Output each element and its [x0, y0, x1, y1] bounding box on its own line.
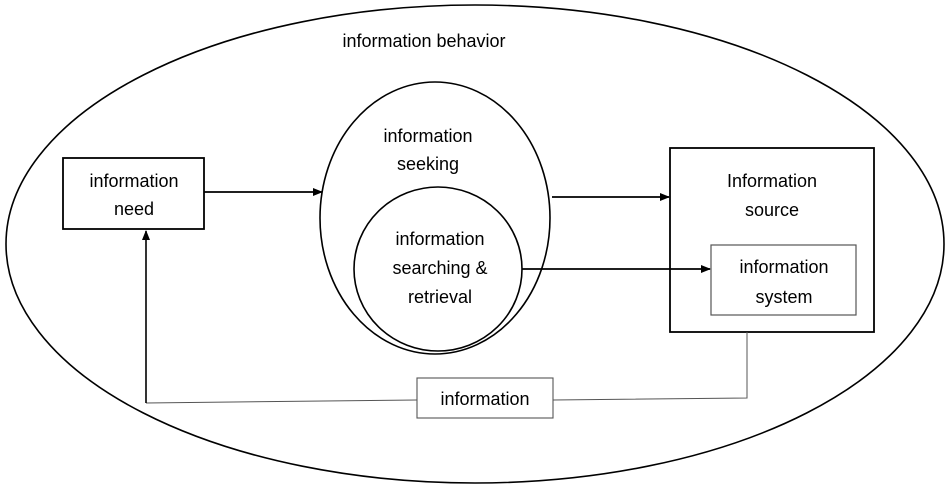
information-need-label-line1: information [89, 171, 178, 191]
information-seeking-ellipse [319, 81, 551, 355]
information-source-label-line1: Information [727, 171, 817, 191]
information-need-box [62, 157, 205, 230]
information-need-label-line2: need [114, 199, 154, 219]
information-behavior-label: information behavior [342, 31, 505, 51]
information-searching-label-line2: searching & [392, 258, 487, 278]
information-system-label-line1: information [739, 257, 828, 277]
feedback-line-from-source [552, 332, 748, 401]
information-searching-label-line3: retrieval [408, 287, 472, 307]
feedback-line-to-need [145, 399, 418, 404]
information-searching-label-line1: information [395, 229, 484, 249]
information-seeking-label-line1: information [383, 126, 472, 146]
information-source-label-line2: source [745, 200, 799, 220]
information-system-label-line2: system [755, 287, 812, 307]
information-seeking-label-line2: seeking [397, 154, 459, 174]
feedback-information-box [416, 377, 554, 419]
feedback-information-label: information [440, 389, 529, 409]
information-system-box [710, 244, 857, 316]
information-behavior-ellipse [5, 4, 945, 484]
